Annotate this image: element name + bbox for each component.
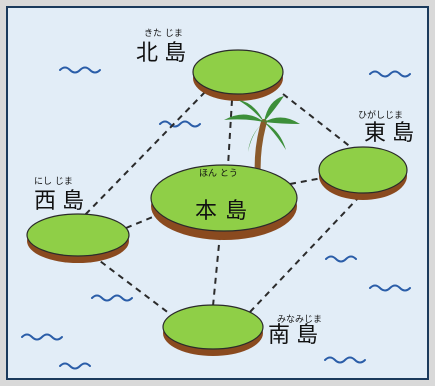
route-main-east bbox=[289, 177, 323, 185]
island-south bbox=[162, 304, 264, 356]
route-north-east bbox=[282, 93, 353, 149]
wave-icon bbox=[91, 294, 133, 302]
ruby-north: きた じま bbox=[144, 28, 183, 39]
name-east: 東島 bbox=[364, 121, 420, 146]
name-west: 西島 bbox=[34, 189, 90, 214]
label-west: にし じま 西島 bbox=[34, 176, 90, 214]
label-south: みなみじま 南島 bbox=[268, 314, 324, 348]
name-north: 北島 bbox=[136, 41, 192, 66]
name-south: 南島 bbox=[268, 323, 324, 348]
label-east: ひがしじま 東島 bbox=[358, 109, 420, 146]
island-north bbox=[192, 49, 284, 101]
island-east bbox=[318, 146, 408, 200]
wave-group bbox=[21, 66, 411, 370]
route-north-main bbox=[227, 99, 233, 167]
island-west bbox=[26, 213, 130, 263]
wave-icon bbox=[325, 255, 357, 263]
wave-icon bbox=[59, 362, 91, 370]
route-lines bbox=[81, 91, 361, 315]
wave-icon bbox=[369, 70, 411, 78]
route-west-south bbox=[91, 254, 171, 315]
label-main: ほん とう 本島 bbox=[195, 168, 255, 224]
route-main-south bbox=[212, 233, 221, 307]
wave-icon bbox=[324, 356, 366, 364]
ruby-main: ほん とう bbox=[199, 168, 238, 179]
wave-icon bbox=[159, 120, 201, 128]
wave-icon bbox=[369, 284, 411, 292]
label-north: きた じま 北島 bbox=[136, 28, 192, 66]
route-east-south bbox=[249, 195, 361, 313]
route-north-west bbox=[81, 91, 206, 219]
wave-icon bbox=[59, 66, 101, 74]
wave-icon bbox=[21, 333, 63, 341]
island-main bbox=[150, 164, 298, 240]
ruby-south: みなみじま bbox=[277, 314, 322, 325]
name-main: 本島 bbox=[195, 199, 255, 224]
ruby-west: にし じま bbox=[34, 176, 73, 187]
ruby-east: ひがしじま bbox=[358, 109, 403, 121]
